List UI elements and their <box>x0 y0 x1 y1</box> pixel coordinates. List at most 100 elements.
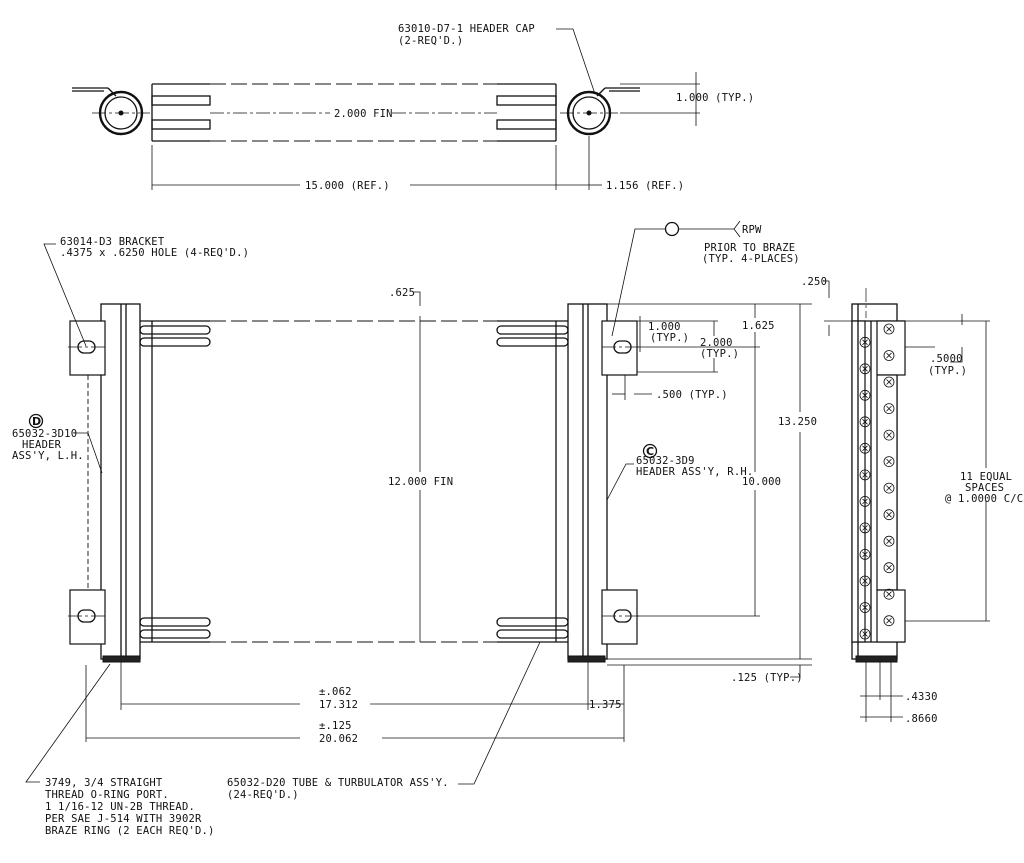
lh-header-part: 65032-3D10 <box>12 428 77 440</box>
dim-10000: 10.000 <box>742 476 781 488</box>
side-tube-hole-mark <box>862 498 868 505</box>
side-tube-hole <box>859 416 871 428</box>
bracket-bottom-right <box>601 589 638 645</box>
side-tube-hole-mark <box>886 511 892 518</box>
side-tube-hole-mark <box>862 445 868 452</box>
bracket-callout-line2: .4375 x .6250 HOLE (4-REQ'D.) <box>60 247 249 259</box>
side-tube-hole-mark <box>886 326 892 332</box>
fin-height-label: 12.000 FIN <box>388 476 453 488</box>
cap-offset-ref-label: 1.156 (REF.) <box>606 180 684 192</box>
side-tube-hole <box>883 350 895 361</box>
bracket-top-left <box>69 320 106 376</box>
side-dim-250: .250 <box>801 276 827 288</box>
side-dim-5000: .5000 <box>930 353 963 365</box>
side-tube-hole-mark <box>862 392 868 399</box>
dim-1625: 1.625 <box>742 320 775 332</box>
side-tube-hole <box>859 469 871 481</box>
tol-062: ±.062 <box>319 686 352 698</box>
side-tube-hole <box>859 602 871 613</box>
side-tube-hole-mark <box>886 564 892 571</box>
side-tube-hole <box>883 429 895 441</box>
side-dim-8660: .8660 <box>905 713 938 725</box>
side-tube-hole <box>883 376 895 388</box>
side-tube-hole <box>859 549 871 560</box>
front-view: 63014-D3 BRACKET .4375 x .6250 HOLE (4-R… <box>12 220 817 837</box>
side-tube-hole <box>883 615 895 627</box>
dim-1000-typ-line1: 1.000 <box>648 321 681 333</box>
side-tube-hole-mark <box>862 604 868 611</box>
spacing-note-line1: 11 EQUAL <box>960 471 1012 483</box>
side-tube-hole <box>883 323 895 335</box>
side-tube-hole <box>859 389 871 401</box>
rh-header-part: 65032-3D9 <box>636 455 695 467</box>
bracket-top-right <box>601 320 638 376</box>
braze-note-line1: PRIOR TO BRAZE <box>704 242 795 254</box>
tube-note-line2: (24-REQ'D.) <box>227 789 299 801</box>
side-tube-hole <box>859 363 871 375</box>
port-note-line4: PER SAE J-514 WITH 3902R <box>45 813 202 825</box>
side-tube-hole <box>883 588 895 600</box>
side-tube-hole-mark <box>862 472 868 478</box>
tube-spacing-label: 1.000 (TYP.) <box>676 92 754 104</box>
dim-20062: 20.062 <box>319 733 358 745</box>
fin-width-label: 2.000 FIN <box>334 108 393 120</box>
side-tube-hole-mark <box>886 617 892 624</box>
side-tube-hole <box>883 562 895 574</box>
side-tube-hole-mark <box>886 379 892 385</box>
side-tube-hole-mark <box>886 352 892 359</box>
overall-ref-label: 15.000 (REF.) <box>305 180 390 192</box>
side-tube-hole-mark <box>862 419 868 425</box>
side-tube-hole <box>859 495 871 507</box>
rh-header-name: HEADER ASS'Y, R.H. <box>636 466 753 478</box>
port-note-line1: 3749, 3/4 STRAIGHT <box>45 777 163 789</box>
side-tube-hole-mark <box>886 591 892 597</box>
side-tube-hole-mark <box>886 538 892 544</box>
side-tube-hole-mark <box>862 578 868 584</box>
dim-17312: 17.312 <box>319 699 358 711</box>
side-tube-hole-mark <box>862 551 868 558</box>
side-dim-4330: .4330 <box>905 691 938 703</box>
braze-symbol-label: RPW <box>742 224 762 236</box>
braze-note-line2: (TYP. 4-PLACES) <box>702 253 800 265</box>
lh-header-name: HEADER <box>22 439 62 451</box>
side-tube-hole-mark <box>862 525 868 531</box>
side-tube-hole <box>883 403 895 415</box>
spacing-note-line3: @ 1.0000 C/C <box>945 493 1023 505</box>
side-tube-hole <box>859 336 871 348</box>
tube-note-line1: 65032-D20 TUBE & TURBULATOR ASS'Y. <box>227 777 449 789</box>
tol-125: ±.125 <box>319 720 352 732</box>
header-cap-callout-line1: 63010-D7-1 HEADER CAP <box>398 23 535 35</box>
side-tube-hole-mark <box>862 339 868 346</box>
bracket-bottom-left <box>69 589 106 645</box>
side-hole-pattern <box>859 323 895 640</box>
port-note-line5: BRAZE RING (2 EACH REQ'D.) <box>45 825 215 837</box>
top-view: 2.000 FIN 63010-D7-1 HEADER CAP (2-REQ'D… <box>72 23 754 192</box>
dim-125-typ: .125 (TYP.) <box>731 672 803 684</box>
dim-1375: 1.375 <box>589 699 622 711</box>
dim-2000-typ-line2: (TYP.) <box>700 348 739 360</box>
side-tube-hole <box>883 535 895 547</box>
bracket-callout-line1: 63014-D3 BRACKET <box>60 236 165 248</box>
side-tube-hole-mark <box>886 405 892 412</box>
side-tube-hole-mark <box>886 432 892 438</box>
side-tube-hole <box>859 522 871 534</box>
spacing-note-line2: SPACES <box>965 482 1004 494</box>
side-tube-hole <box>859 575 871 587</box>
side-tube-hole <box>859 442 871 454</box>
dim-1000-typ-line2: (TYP.) <box>650 332 689 344</box>
dim-500-typ: .500 (TYP.) <box>656 389 728 401</box>
lh-header-side: ASS'Y, L.H. <box>12 450 84 462</box>
port-note-line2: THREAD O-RING PORT. <box>45 789 169 801</box>
side-tube-hole <box>883 509 895 521</box>
side-dim-5000-typ: (TYP.) <box>928 365 967 377</box>
side-tube-hole-mark <box>886 458 892 465</box>
dim-13250: 13.250 <box>778 416 817 428</box>
side-tube-hole-mark <box>862 631 868 637</box>
dim-625: .625 <box>389 287 415 299</box>
side-tube-hole-mark <box>862 366 868 372</box>
side-tube-hole-mark <box>886 485 892 491</box>
lh-header-bubble: D <box>32 415 41 428</box>
header-cap-callout-line2: (2-REQ'D.) <box>398 35 463 47</box>
rh-header-bubble: C <box>646 445 654 458</box>
